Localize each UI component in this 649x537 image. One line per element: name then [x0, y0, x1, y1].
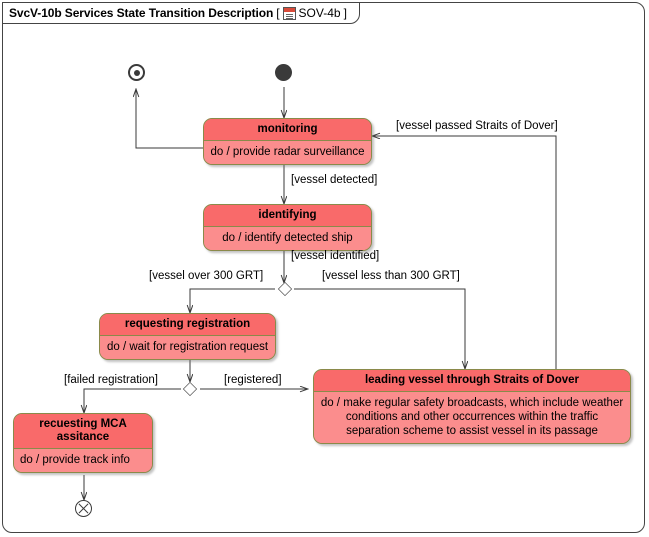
edge-label-vessel-over-300: [vessel over 300 GRT]: [149, 270, 264, 282]
title-bracket-close: ]: [343, 6, 347, 20]
state-leading-vessel-activity: do / make regular safety broadcasts, whi…: [314, 392, 630, 443]
state-leading-vessel-name: leading vessel through Straits of Dover: [314, 370, 630, 392]
state-monitoring[interactable]: monitoring do / provide radar surveillan…: [203, 118, 372, 165]
state-requesting-mca[interactable]: recuesting MCA assitance do / provide tr…: [13, 413, 153, 473]
choice-node-vessel-size[interactable]: [275, 281, 295, 297]
edge-label-vessel-less-300: [vessel less than 300 GRT]: [322, 270, 460, 282]
page-title: SvcV-10b Services State Transition Descr…: [9, 6, 274, 20]
state-leading-vessel[interactable]: leading vessel through Straits of Dover …: [313, 369, 631, 444]
state-identifying-name: identifying: [204, 205, 371, 227]
edge-label-vessel-passed: [vessel passed Straits of Dover]: [396, 120, 558, 132]
state-requesting-mca-name: recuesting MCA assitance: [14, 414, 152, 449]
state-identifying-activity: do / identify detected ship: [204, 227, 371, 250]
state-identifying[interactable]: identifying do / identify detected ship: [203, 204, 372, 251]
diagram-tag-label: SOV-4b: [298, 6, 341, 20]
diagram-title-tab: SvcV-10b Services State Transition Descr…: [2, 2, 360, 24]
state-monitoring-activity: do / provide radar surveillance: [204, 141, 371, 164]
state-monitoring-name: monitoring: [204, 119, 371, 141]
edge-label-failed-registration: [failed registration]: [64, 374, 158, 386]
document-list-icon: [282, 6, 296, 20]
edge-label-vessel-detected: [vessel detected]: [291, 174, 378, 186]
final-state-node[interactable]: [128, 64, 145, 81]
edge-label-vessel-identified: [vessel identified]: [291, 250, 380, 262]
state-requesting-mca-name-line2: assitance: [56, 431, 110, 443]
choice-node-registration-result[interactable]: [180, 381, 200, 397]
state-requesting-mca-activity: do / provide track info: [14, 449, 152, 472]
state-requesting-registration-activity: do / wait for registration request: [100, 336, 275, 359]
edge-label-registered: [registered]: [224, 374, 282, 386]
terminate-node[interactable]: [75, 500, 92, 517]
state-requesting-registration-name: requesting registration: [100, 314, 275, 336]
state-requesting-mca-name-line1: recuesting MCA: [39, 418, 127, 430]
title-bracket-open: [: [276, 6, 280, 20]
initial-state-node[interactable]: [275, 64, 292, 81]
state-requesting-registration[interactable]: requesting registration do / wait for re…: [99, 313, 276, 360]
